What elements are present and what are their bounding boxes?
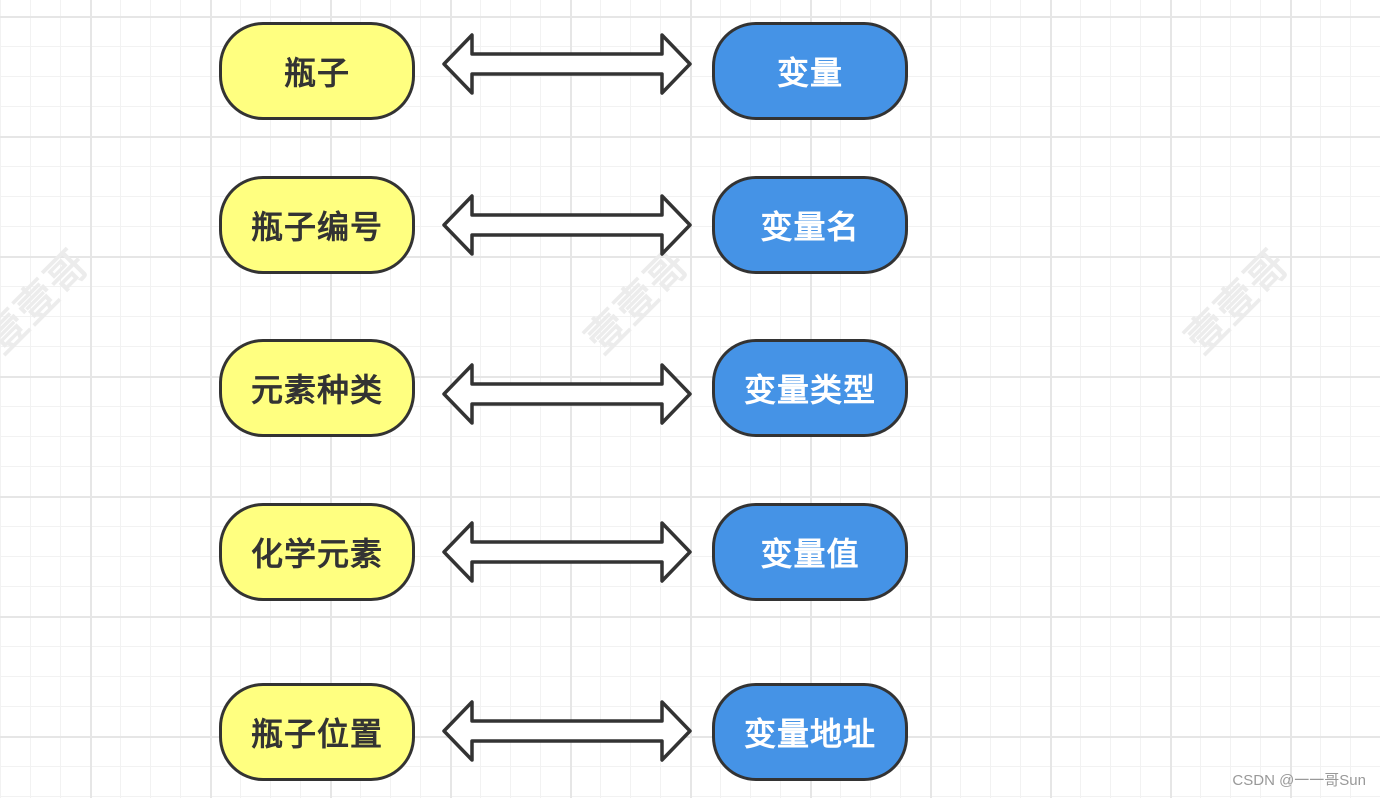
double-arrow-icon <box>442 521 692 583</box>
node-variable-type: 变量类型 <box>712 339 908 437</box>
node-variable-value: 变量值 <box>712 503 908 601</box>
watermark: 壹壹哥 <box>1177 241 1299 363</box>
node-bottle: 瓶子 <box>219 22 415 120</box>
double-arrow-icon <box>442 700 692 762</box>
double-arrow-icon <box>442 363 692 425</box>
watermark: 壹壹哥 <box>0 241 99 363</box>
node-element-kind: 元素种类 <box>219 339 415 437</box>
node-variable-address: 变量地址 <box>712 683 908 781</box>
node-variable-name: 变量名 <box>712 176 908 274</box>
double-arrow-icon <box>442 33 692 95</box>
node-chemical-element: 化学元素 <box>219 503 415 601</box>
node-variable: 变量 <box>712 22 908 120</box>
node-bottle-number: 瓶子编号 <box>219 176 415 274</box>
node-bottle-position: 瓶子位置 <box>219 683 415 781</box>
double-arrow-icon <box>442 194 692 256</box>
credit-text: CSDN @一一哥Sun <box>1232 772 1366 789</box>
